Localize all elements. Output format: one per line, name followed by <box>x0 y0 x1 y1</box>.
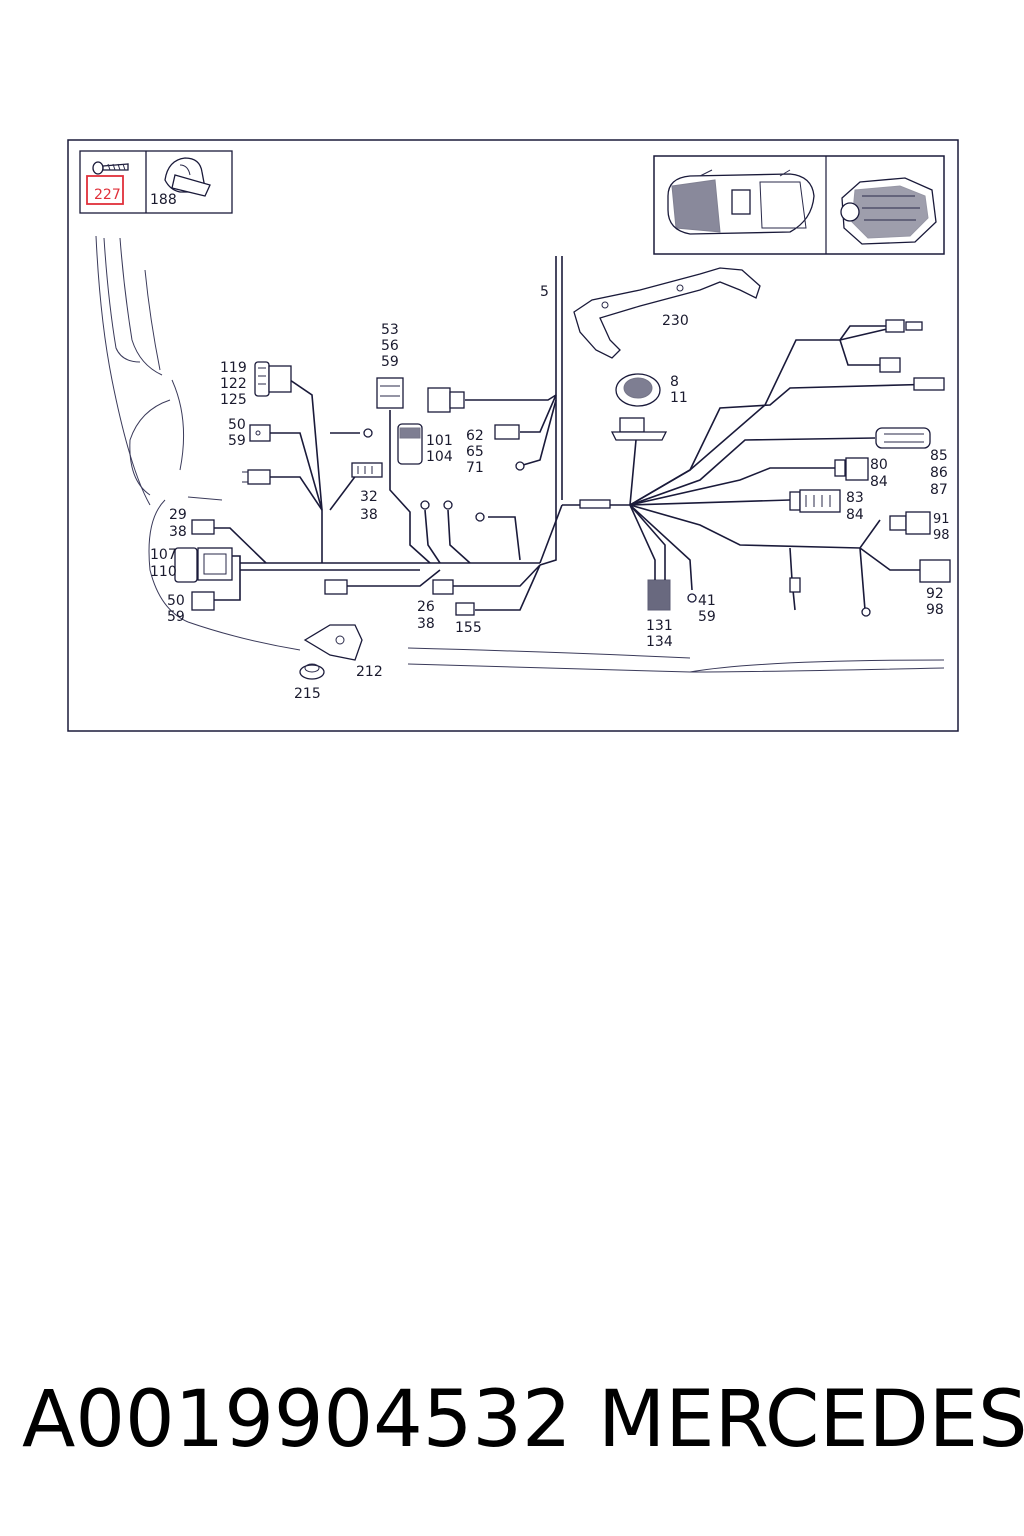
label-122: 122 <box>220 376 247 392</box>
engine-icon <box>840 177 937 245</box>
connector-top-1 <box>885 319 905 333</box>
connector-62 <box>494 424 520 440</box>
label-11: 11 <box>670 390 688 406</box>
connector-top-2 <box>905 321 923 331</box>
connector-53 <box>376 377 404 409</box>
grommet-215 <box>299 663 325 680</box>
label-104: 104 <box>426 449 453 465</box>
connector-131 <box>647 579 671 611</box>
brand-name: MERCEDES <box>598 1375 1024 1465</box>
connector-50-bottom <box>191 591 215 611</box>
label-212: 212 <box>356 664 383 680</box>
connector-101 <box>397 423 423 465</box>
label-98a: 98 <box>933 528 950 543</box>
label-83: 83 <box>846 490 864 506</box>
label-38b: 38 <box>169 524 187 540</box>
ref-227: 227 <box>94 187 121 203</box>
ring-terminal-41 <box>687 593 697 603</box>
connector-91 <box>889 511 931 535</box>
label-26: 26 <box>417 599 435 615</box>
highlight-box <box>86 175 124 205</box>
connector-plug-1 <box>242 469 271 485</box>
label-50a: 50 <box>228 417 246 433</box>
label-110: 110 <box>150 564 177 580</box>
connectors-right <box>647 319 951 617</box>
clip-icon <box>164 157 211 197</box>
ring-terminal-2 <box>515 461 525 471</box>
connector-plug-3 <box>324 579 348 595</box>
car-topview-icon <box>667 169 815 235</box>
inline-connector <box>789 577 801 593</box>
connector-plug-2 <box>427 387 465 413</box>
label-38c: 38 <box>417 616 435 632</box>
label-59d: 59 <box>698 609 716 625</box>
connector-top-3 <box>879 357 901 373</box>
label-84b: 84 <box>846 507 864 523</box>
label-131: 131 <box>646 618 673 634</box>
label-59b: 59 <box>228 433 246 449</box>
label-155: 155 <box>455 620 482 636</box>
connector-107 <box>174 547 233 583</box>
label-38a: 38 <box>360 507 378 523</box>
connector-119 <box>254 361 292 397</box>
legend-box: 227 188 <box>79 150 233 214</box>
label-91: 91 <box>933 512 950 527</box>
body-outline <box>95 235 945 673</box>
label-65: 65 <box>466 444 484 460</box>
label-87: 87 <box>930 482 948 498</box>
label-59a: 59 <box>381 354 399 370</box>
ring-terminal-4 <box>861 607 871 617</box>
connector-80 <box>834 457 869 481</box>
part-number: A0019904532 <box>22 1375 572 1465</box>
label-107: 107 <box>150 547 177 563</box>
connector-85 <box>875 427 931 449</box>
connectors-left <box>174 361 525 680</box>
callout-labels: 5 230 53 56 59 119 122 125 8 11 50 59 10… <box>150 284 950 702</box>
label-56: 56 <box>381 338 399 354</box>
label-125: 125 <box>220 392 247 408</box>
label-59c: 59 <box>167 609 185 625</box>
sensor-8-11 <box>610 373 668 441</box>
label-85: 85 <box>930 448 948 464</box>
harness-wires <box>214 256 941 611</box>
connector-92 <box>919 559 951 583</box>
connector-top-4 <box>913 377 945 391</box>
bracket-212 <box>303 624 363 661</box>
label-101: 101 <box>426 433 453 449</box>
label-8: 8 <box>670 374 679 390</box>
connector-50-top <box>249 424 271 442</box>
connector-29 <box>191 519 215 535</box>
label-84a: 84 <box>870 474 888 490</box>
label-86: 86 <box>930 465 948 481</box>
label-92: 92 <box>926 586 944 602</box>
connector-83 <box>789 489 841 513</box>
label-215: 215 <box>294 686 321 702</box>
ring-terminal-3 <box>420 500 485 522</box>
label-5: 5 <box>540 284 549 300</box>
label-29: 29 <box>169 507 187 523</box>
vehicle-locator-box <box>653 155 945 255</box>
label-134: 134 <box>646 634 673 650</box>
label-230: 230 <box>662 313 689 329</box>
label-119: 119 <box>220 360 247 376</box>
connector-32 <box>351 462 383 478</box>
label-80: 80 <box>870 457 888 473</box>
screw-icon <box>92 161 129 175</box>
label-62: 62 <box>466 428 484 444</box>
bracket-230 <box>573 267 761 359</box>
connector-26 <box>432 579 454 595</box>
label-98b: 98 <box>926 602 944 618</box>
footer-caption: A0019904532 MERCEDES <box>0 1375 1024 1465</box>
label-32: 32 <box>360 489 378 505</box>
ref-188: 188 <box>150 192 177 208</box>
label-71: 71 <box>466 460 484 476</box>
label-41: 41 <box>698 593 716 609</box>
connector-155 <box>455 602 475 616</box>
ring-terminal-1 <box>363 428 373 438</box>
diagram-frame <box>67 139 959 732</box>
label-50b: 50 <box>167 593 185 609</box>
label-53: 53 <box>381 322 399 338</box>
